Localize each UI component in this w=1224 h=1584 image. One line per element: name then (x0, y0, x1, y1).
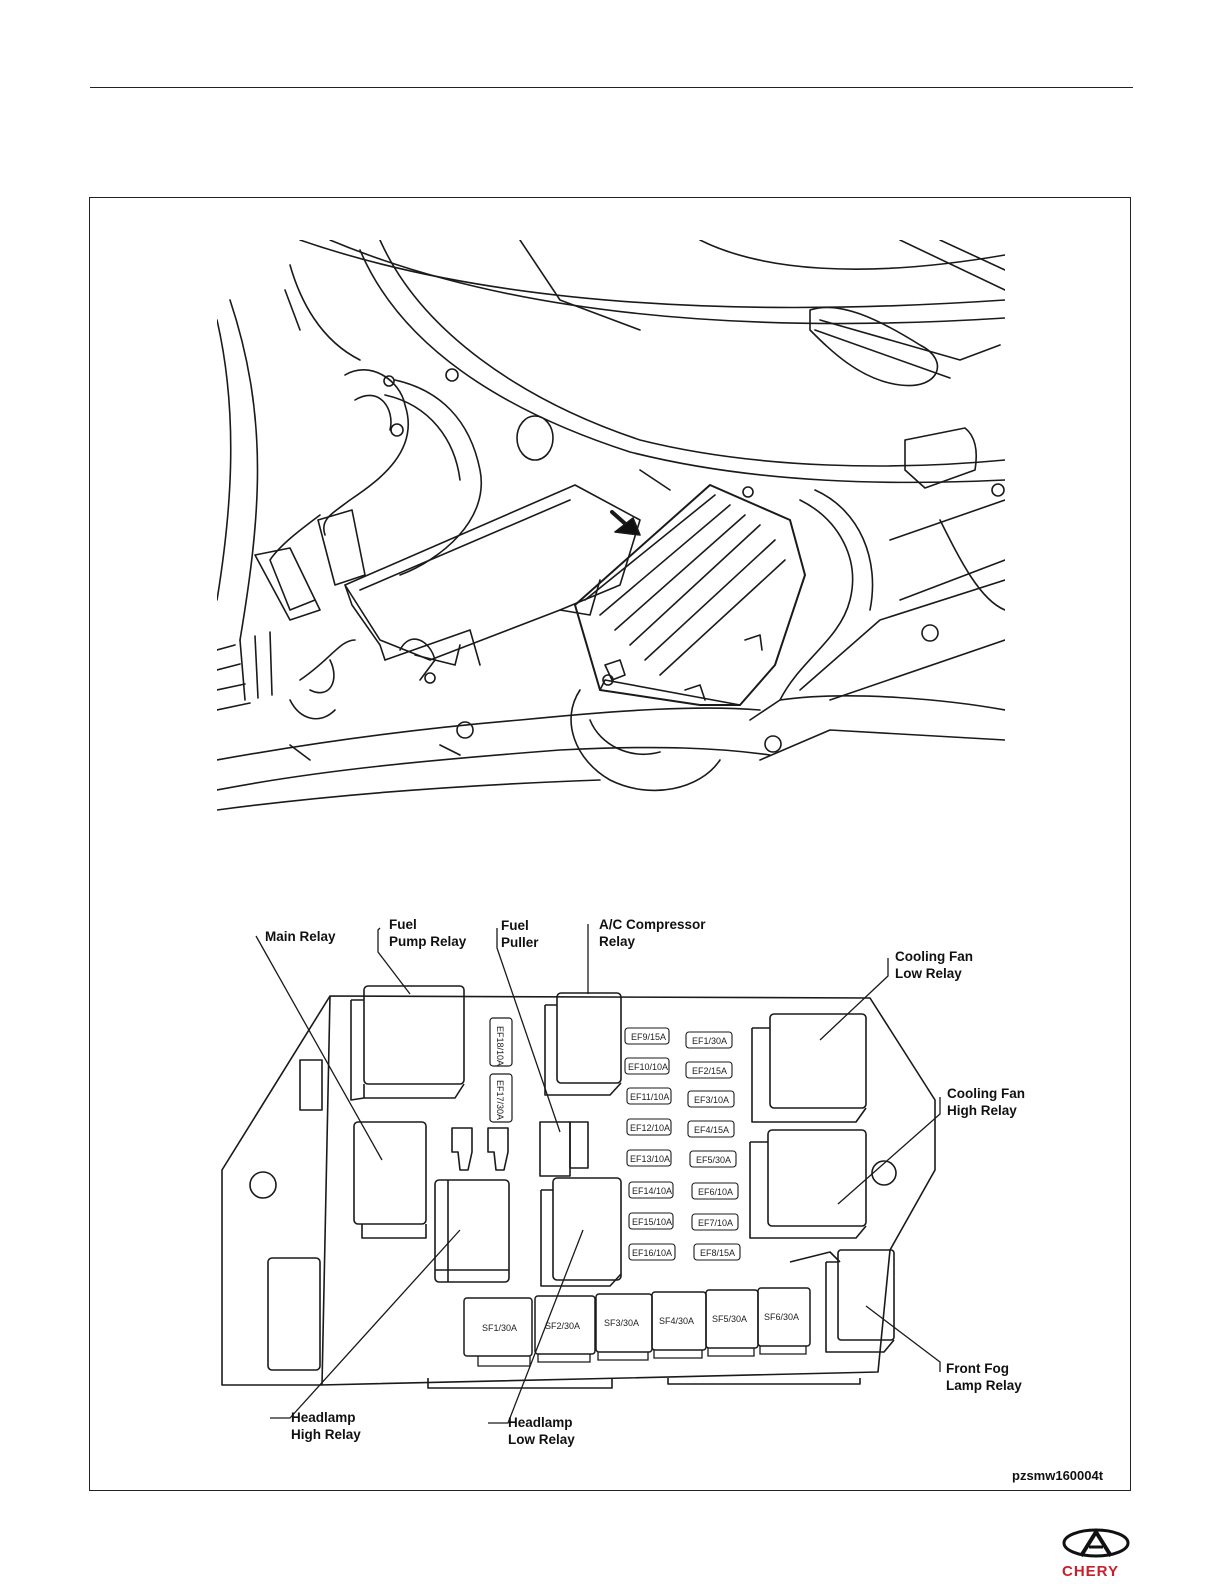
fuse-label: EF6/10A (698, 1187, 733, 1197)
fuse-label: SF2/30A (545, 1321, 580, 1331)
figure-frame (89, 197, 1131, 1491)
fuse-label: SF3/30A (604, 1318, 639, 1328)
fuse-label: SF5/30A (712, 1314, 747, 1324)
fuse-box-diagram (221, 924, 941, 1424)
figure-id: pzsmw160004t (1012, 1468, 1104, 1483)
fuse-column-right: EF1/30A EF2/15A EF3/10A EF4/15A EF5/30A … (685, 1031, 741, 1261)
callout-headlamp-high-relay: Headlamp High Relay (291, 1410, 361, 1442)
fuse-label: EF2/15A (692, 1066, 727, 1076)
fuse-label: EF7/10A (698, 1218, 733, 1228)
fuse-row-bottom: SF1/30A SF2/30A SF3/30A SF4/30A SF5/30A … (463, 1287, 811, 1367)
engine-bay-illustration (217, 240, 1005, 811)
fuse-label: SF1/30A (482, 1323, 517, 1333)
fuse-label: EF3/10A (694, 1095, 729, 1105)
fuse-label: EF9/15A (631, 1032, 666, 1042)
fuse-label: EF18/10A (495, 1026, 505, 1066)
fuse-label: EF17/30A (495, 1080, 505, 1120)
fuse-column-left: EF9/15A EF10/10A EF11/10A EF12/10A EF13/… (624, 1027, 676, 1261)
callout-headlamp-low-relay: Headlamp Low Relay (508, 1415, 575, 1447)
brand-name: CHERY (1062, 1563, 1119, 1580)
vertical-fuse-group: EF18/10A EF17/30A (489, 1017, 513, 1123)
chery-logo-icon (1062, 1528, 1130, 1558)
fuse-label: EF1/30A (692, 1036, 727, 1046)
callout-fuel-puller: Fuel Puller (501, 918, 539, 950)
callout-cooling-fan-high-relay: Cooling Fan High Relay (947, 1086, 1025, 1118)
callout-cooling-fan-low-relay: Cooling Fan Low Relay (895, 949, 973, 981)
callout-main-relay: Main Relay (265, 929, 336, 944)
fuse-label: EF5/30A (696, 1155, 731, 1165)
callout-front-fog-lamp-relay: Front Fog Lamp Relay (946, 1361, 1022, 1393)
fuse-label: SF6/30A (764, 1312, 799, 1322)
fuse-label: EF4/15A (694, 1125, 729, 1135)
fuse-label: EF8/15A (700, 1248, 735, 1258)
callout-fuel-pump-relay: Fuel Pump Relay (389, 917, 467, 949)
fuse-label: EF15/10A (632, 1217, 672, 1227)
fuse-label: SF4/30A (659, 1316, 694, 1326)
fuse-label: EF14/10A (632, 1186, 672, 1196)
fuse-label: EF13/10A (630, 1154, 670, 1164)
fuse-label: EF12/10A (630, 1123, 670, 1133)
callout-ac-compressor-relay: A/C Compressor Relay (599, 917, 706, 949)
fuse-label: EF10/10A (628, 1062, 668, 1072)
header-rule (90, 87, 1133, 88)
fuse-label: EF16/10A (632, 1248, 672, 1258)
fuse-label: EF11/10A (630, 1092, 669, 1102)
